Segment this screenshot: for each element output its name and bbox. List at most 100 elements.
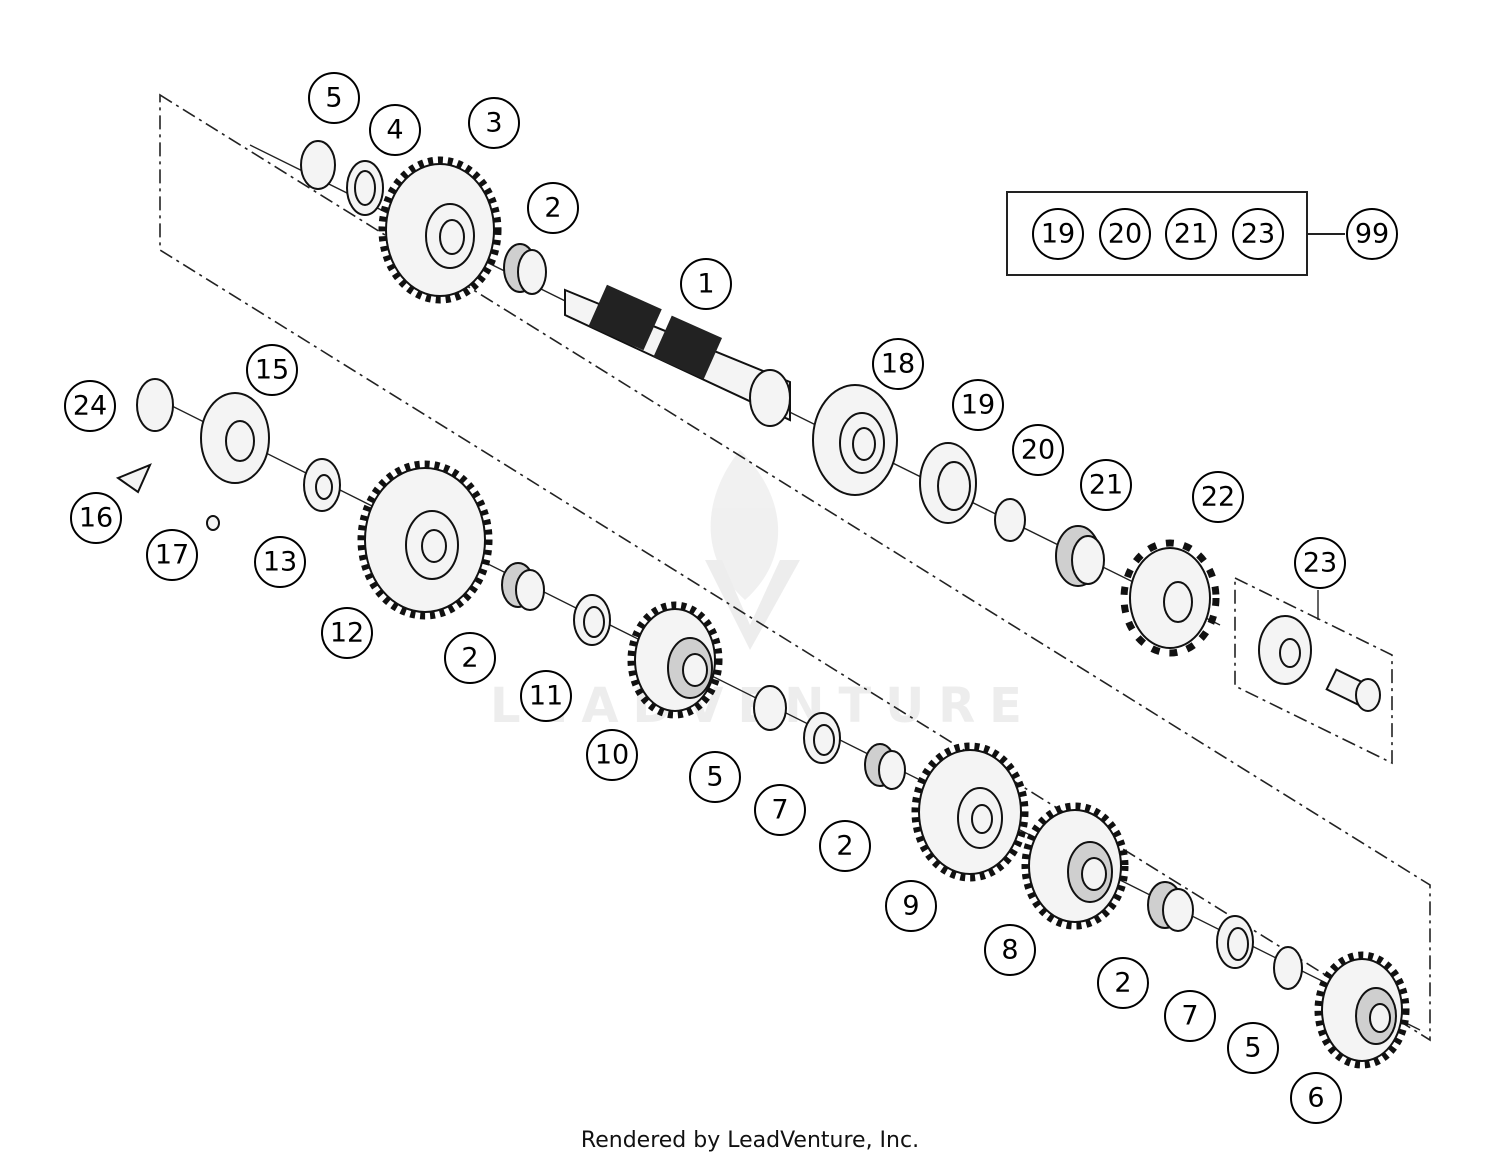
- kit-item-20: 20: [1099, 208, 1151, 260]
- svg-text:2: 2: [544, 193, 561, 224]
- svg-text:24: 24: [73, 391, 107, 422]
- callout-1: 1: [680, 258, 732, 310]
- callout-24: 24: [64, 380, 116, 432]
- part-key-16: [115, 463, 152, 494]
- part-screw-17: [206, 515, 220, 531]
- svg-text:2: 2: [461, 643, 478, 674]
- callout-4: 4: [369, 104, 421, 156]
- callout-20: 20: [1012, 424, 1064, 476]
- part-washer-4: [346, 160, 384, 216]
- callout-5: 5: [1227, 1022, 1279, 1074]
- bolt-washer-frame: [1234, 576, 1393, 765]
- callout-2: 2: [527, 182, 579, 234]
- part-gear-9: [911, 742, 1029, 882]
- callout-6: 6: [1290, 1072, 1342, 1124]
- part-main-shaft-1: [564, 284, 791, 427]
- svg-text:13: 13: [263, 547, 297, 578]
- part-bearing-15: [200, 392, 270, 484]
- callout-7: 7: [1164, 990, 1216, 1042]
- part-snap-ring-5-low: [1273, 946, 1303, 990]
- callout-5: 5: [689, 751, 741, 803]
- callout-9: 9: [885, 880, 937, 932]
- part-bearing-18: [812, 384, 898, 496]
- callout-2: 2: [444, 632, 496, 684]
- kit-callouts: 19 20 21 23 99: [1032, 208, 1398, 260]
- callout-2: 2: [1097, 957, 1149, 1009]
- part-oring-20: [994, 498, 1026, 542]
- kit-item-21: 21: [1165, 208, 1217, 260]
- svg-text:19: 19: [1041, 219, 1075, 250]
- callout-2: 2: [819, 820, 871, 872]
- callout-5: 5: [308, 72, 360, 124]
- svg-text:7: 7: [1181, 1001, 1198, 1032]
- svg-text:6: 6: [1307, 1083, 1324, 1114]
- part-snap-ring-24: [136, 378, 174, 432]
- part-bushing-2-top: [503, 243, 547, 295]
- callout-7: 7: [754, 784, 806, 836]
- svg-text:23: 23: [1241, 219, 1275, 250]
- svg-text:4: 4: [386, 115, 403, 146]
- part-bushing-2-lower-a: [501, 562, 545, 611]
- svg-text:11: 11: [529, 681, 563, 712]
- callout-13: 13: [254, 536, 306, 588]
- part-washer-11: [573, 594, 611, 646]
- svg-text:17: 17: [155, 540, 189, 571]
- callout-16: 16: [70, 492, 122, 544]
- part-snap-ring-5-mid: [753, 685, 787, 731]
- callout-8: 8: [984, 924, 1036, 976]
- callout-22: 22: [1192, 471, 1244, 523]
- callout-11: 11: [520, 670, 572, 722]
- svg-text:23: 23: [1303, 548, 1337, 579]
- callout-18: 18: [872, 338, 924, 390]
- kit-number-callout: 99: [1346, 208, 1398, 260]
- svg-text:18: 18: [881, 349, 915, 380]
- svg-text:2: 2: [836, 831, 853, 862]
- svg-text:12: 12: [330, 618, 364, 649]
- part-gear-3: [378, 156, 502, 304]
- part-sprocket-22: [1120, 539, 1220, 657]
- part-gear-10: [627, 601, 723, 719]
- callout-23: 23: [1294, 537, 1346, 589]
- svg-text:1: 1: [697, 269, 714, 300]
- part-spacer-21: [1055, 525, 1105, 587]
- part-washer-bolt-23: [1258, 615, 1381, 712]
- part-bushing-2-lower-c: [1147, 881, 1194, 932]
- part-gear-12: [357, 460, 493, 620]
- svg-text:99: 99: [1355, 219, 1389, 250]
- kit-item-23: 23: [1232, 208, 1284, 260]
- svg-text:19: 19: [961, 390, 995, 421]
- svg-text:2: 2: [1114, 968, 1131, 999]
- callout-12: 12: [321, 607, 373, 659]
- svg-text:10: 10: [595, 740, 629, 771]
- callout-15: 15: [246, 344, 298, 396]
- svg-text:5: 5: [325, 83, 342, 114]
- svg-text:8: 8: [1001, 935, 1018, 966]
- callout-19: 19: [952, 379, 1004, 431]
- kit-item-19: 19: [1032, 208, 1084, 260]
- svg-text:20: 20: [1021, 435, 1055, 466]
- svg-text:16: 16: [79, 503, 113, 534]
- svg-text:5: 5: [1244, 1033, 1261, 1064]
- footer-credit: Rendered by LeadVenture, Inc.: [580, 1128, 920, 1153]
- svg-text:22: 22: [1201, 482, 1235, 513]
- callout-17: 17: [146, 529, 198, 581]
- part-seal-19: [919, 442, 977, 524]
- svg-text:9: 9: [902, 891, 919, 922]
- part-bushing-2-lower-b: [864, 743, 906, 790]
- upper-shaft-frame: [159, 93, 1431, 1042]
- svg-text:20: 20: [1108, 219, 1142, 250]
- svg-text:3: 3: [485, 108, 502, 139]
- svg-text:21: 21: [1174, 219, 1208, 250]
- svg-text:5: 5: [706, 762, 723, 793]
- svg-text:7: 7: [771, 795, 788, 826]
- callout-3: 3: [468, 97, 520, 149]
- part-snap-ring-5-top: [300, 140, 336, 190]
- part-washer-13: [303, 458, 341, 512]
- part-washer-7-low: [1216, 915, 1254, 969]
- callout-21: 21: [1080, 459, 1132, 511]
- callout-10: 10: [586, 729, 638, 781]
- part-gear-6: [1314, 951, 1410, 1069]
- svg-text:15: 15: [255, 355, 289, 386]
